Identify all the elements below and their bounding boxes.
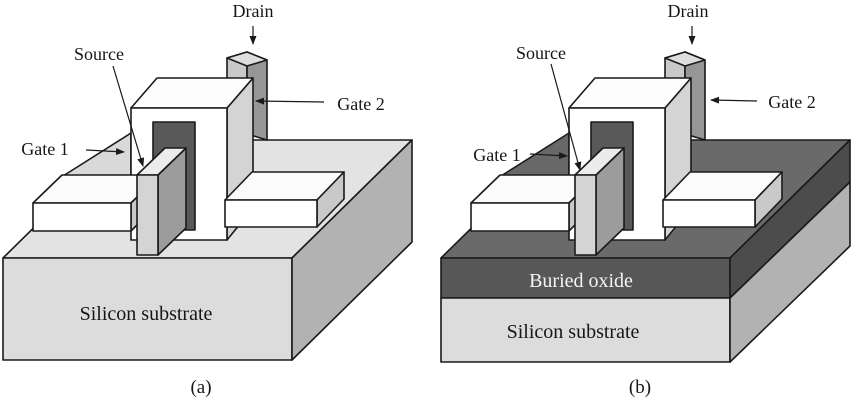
left-pad-front-face bbox=[470, 202, 570, 232]
gate1-arrow bbox=[85, 148, 125, 156]
source-label: Source bbox=[74, 44, 124, 64]
panel-b: Drain Source Gate 1 Gate 2 Buried oxide … bbox=[440, 1, 851, 398]
panel-b-caption: (b) bbox=[629, 377, 651, 398]
gate2-arrow bbox=[710, 96, 758, 104]
right-pad-front-face bbox=[662, 199, 756, 228]
right-pad-front-face bbox=[224, 199, 318, 228]
drain-slab-top-face bbox=[664, 51, 706, 67]
substrate-label: Silicon substrate bbox=[80, 303, 213, 325]
panel-a-caption: (a) bbox=[190, 377, 211, 398]
source-arrow bbox=[550, 63, 582, 171]
drain-label: Drain bbox=[233, 1, 274, 21]
source-arrow bbox=[112, 65, 145, 167]
drain-slab-top-face bbox=[226, 51, 268, 67]
gate2-label: Gate 2 bbox=[337, 94, 384, 114]
gate2-arrow bbox=[255, 97, 325, 105]
buried-oxide-label: Buried oxide bbox=[529, 270, 633, 292]
gate1-arrow bbox=[529, 152, 568, 160]
substrate-right-face bbox=[291, 139, 413, 361]
gate1-label: Gate 1 bbox=[473, 145, 520, 165]
fin-front-face bbox=[574, 174, 597, 256]
gate2-label: Gate 2 bbox=[768, 92, 815, 112]
substrate-right-face bbox=[729, 181, 851, 363]
drain-label: Drain bbox=[668, 1, 709, 21]
panel-a: Drain Source Gate 1 Gate 2 Silicon subst… bbox=[2, 1, 413, 398]
fin-front-face bbox=[136, 174, 159, 256]
source-label: Source bbox=[516, 43, 566, 63]
left-pad-front-face bbox=[32, 202, 132, 232]
gate1-plane bbox=[62, 132, 132, 177]
gate1-label: Gate 1 bbox=[21, 139, 68, 159]
substrate-label: Silicon substrate bbox=[507, 321, 640, 343]
